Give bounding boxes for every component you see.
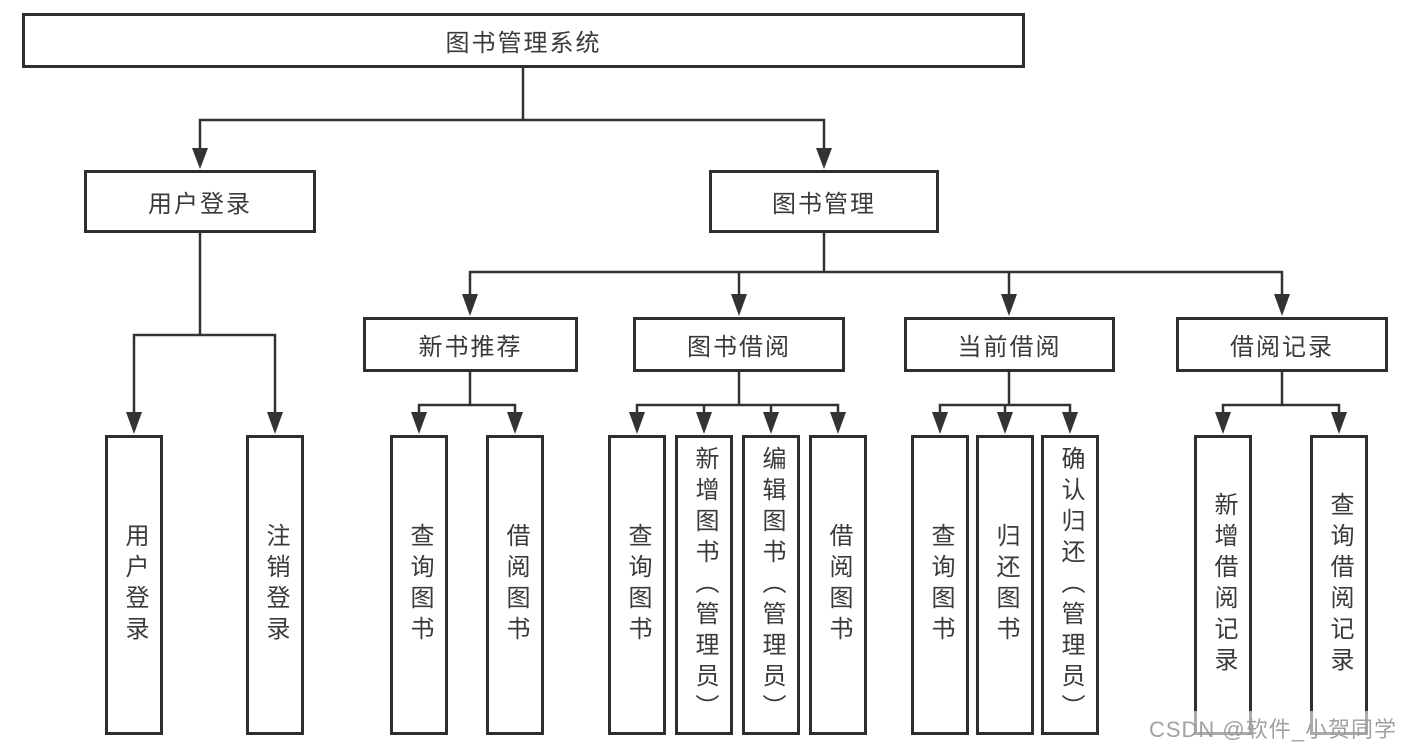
arrowhead-down-icon [411,412,523,434]
arrowhead-down-icon [1215,412,1347,434]
arrowhead-down-icon [629,412,846,434]
node-book-management: 图书管理 [709,170,939,233]
connector-line [417,370,517,416]
connector-line [938,370,1072,416]
connector-line [1221,370,1341,416]
connector-borrow-records-to-leaves [1215,370,1347,434]
connector-book-management-to-level3 [462,231,1290,316]
leaf-add-books-admin: 新增图书（管理员） [675,435,733,735]
connector-line [198,66,826,152]
leaf-query-books-1: 查询图书 [390,435,448,735]
leaf-query-borrow-record: 查询借阅记录 [1310,435,1368,735]
node-new-book-recommend: 新书推荐 [363,317,578,372]
node-user-login: 用户登录 [84,170,316,233]
leaf-logout: 注销登录 [246,435,304,735]
connector-line [132,231,277,416]
leaf-query-books-3: 查询图书 [911,435,969,735]
leaf-borrow-books-1: 借阅图书 [486,435,544,735]
connector-root-to-level2 [192,66,832,169]
csdn-watermark: CSDN @软件_小贺同学 [1144,711,1401,745]
connector-line [635,370,840,416]
connector-new-book-recommend-to-leaves [411,370,523,434]
leaf-query-books-2: 查询图书 [608,435,666,735]
connector-current-borrow-to-leaves [932,370,1078,434]
connector-book-borrow-to-leaves [629,370,846,434]
leaf-add-borrow-record: 新增借阅记录 [1194,435,1252,735]
node-book-borrow: 图书借阅 [633,317,845,372]
leaf-edit-books-admin: 编辑图书（管理员） [742,435,800,735]
node-current-borrow: 当前借阅 [904,317,1115,372]
leaf-user-login: 用户登录 [105,435,163,735]
node-root: 图书管理系统 [22,13,1025,68]
leaf-borrow-books-2: 借阅图书 [809,435,867,735]
connector-user-login-to-leaves [126,231,283,434]
arrowhead-down-icon [932,412,1078,434]
arrowhead-down-icon [462,294,1290,316]
leaf-return-books: 归还图书 [976,435,1034,735]
arrowhead-down-icon [192,148,832,169]
node-borrow-records: 借阅记录 [1176,317,1388,372]
arrowhead-down-icon [126,412,283,434]
leaf-confirm-return-admin: 确认归还（管理员） [1041,435,1099,735]
connector-line [468,231,1284,298]
